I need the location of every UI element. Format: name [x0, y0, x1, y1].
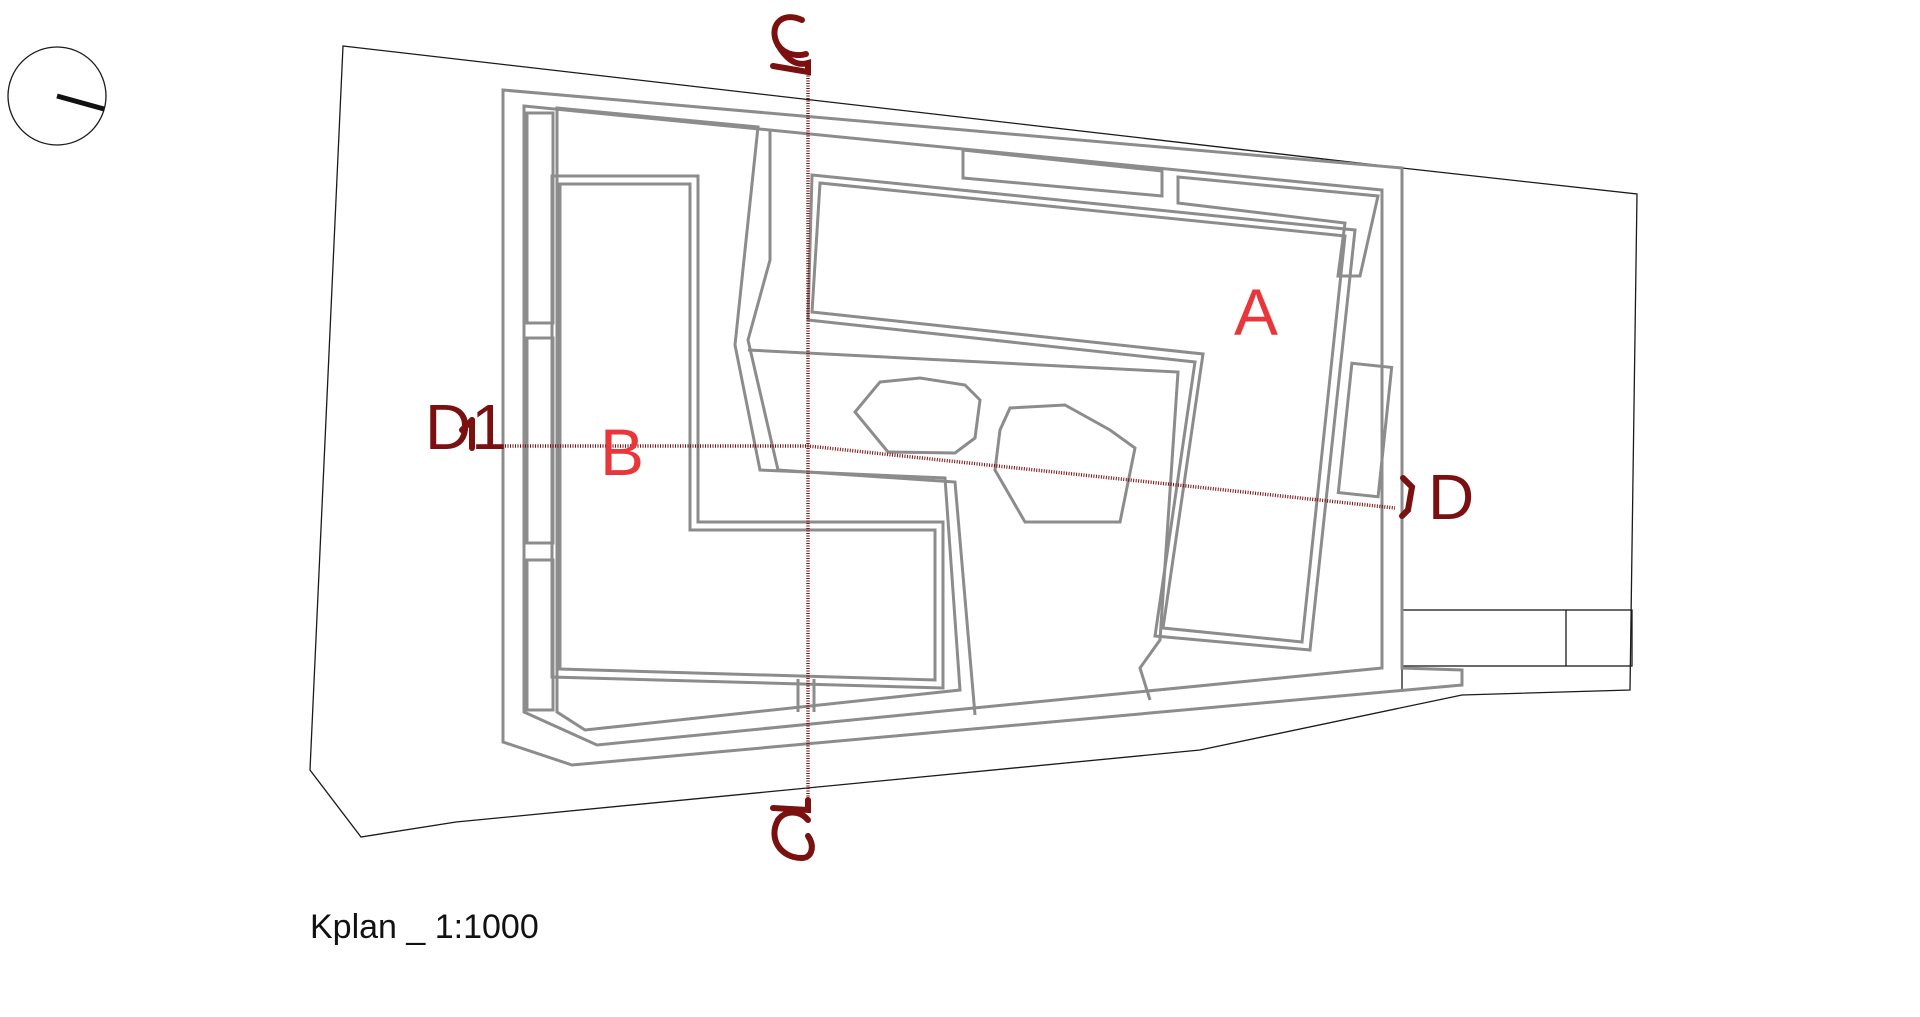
building-a-inner — [810, 181, 1347, 644]
section-marker-c-top — [770, 14, 811, 76]
neighbour-small-building — [1401, 609, 1633, 667]
section-line-d — [480, 444, 1396, 510]
east-planters — [1336, 361, 1394, 499]
north-planters — [555, 106, 1380, 732]
building-a-outline — [806, 173, 1357, 652]
section-label-d1: D1 — [425, 391, 507, 463]
site-boundary — [309, 45, 1638, 838]
section-marker-d-left — [459, 417, 475, 451]
north-arrow — [7, 46, 107, 146]
section-marker-d-right — [1399, 475, 1416, 519]
courtyard-path-east — [747, 348, 1180, 701]
courtyard-path — [746, 130, 977, 716]
block-outline — [501, 88, 1464, 767]
plan-caption: Kplan _ 1:1000 — [310, 908, 539, 946]
courtyard-island-west — [853, 376, 982, 455]
west-planters — [525, 111, 555, 712]
building-b-inner — [558, 182, 937, 682]
building-b-outline — [550, 174, 945, 690]
building-label-b: B — [600, 415, 644, 489]
building-label-a: A — [1234, 275, 1278, 349]
north-arrow-needle — [56, 93, 105, 112]
section-label-d: D — [1428, 461, 1474, 533]
north-arrow-circle — [7, 46, 107, 146]
section-marker-c-bottom — [770, 797, 815, 862]
courtyard-island-east — [993, 403, 1137, 524]
